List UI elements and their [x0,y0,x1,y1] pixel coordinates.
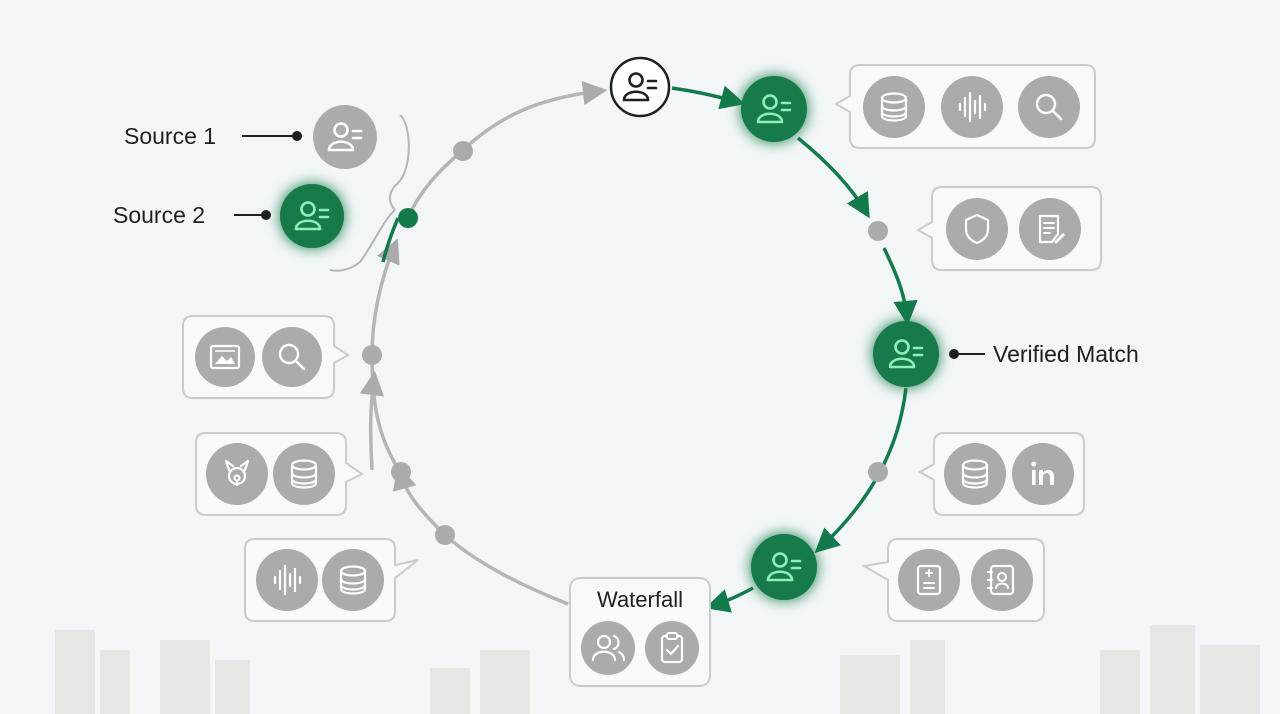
step-dot-active [398,208,418,228]
cycle-ring-active [383,88,907,606]
step-dot [868,221,888,241]
tool-bubble-right-3 [920,433,1084,515]
tool-bubble-right-4 [864,539,1044,621]
start-profile-node [611,58,669,116]
tool-bubble-left-2 [196,433,362,515]
source-1-label: Source 1 [124,123,216,149]
source-2-node [280,184,344,248]
active-profile-node-top [741,76,807,142]
step-dot [391,462,411,482]
source-2-label: Source 2 [113,202,205,228]
active-profile-node-bottom [751,534,817,600]
tool-bubble-left-3 [245,539,418,621]
active-profile-node-verified [873,321,939,387]
verified-match-label: Verified Match [993,341,1139,367]
waterfall-box: Waterfall [570,578,710,686]
ring-step-dots [362,141,888,545]
step-dot [868,462,888,482]
tool-bubble-right-2 [918,187,1101,270]
step-dot [362,345,382,365]
step-dot [435,525,455,545]
tool-bubble-top-right [836,65,1095,148]
step-dot [453,141,473,161]
waterfall-label: Waterfall [597,587,683,612]
tool-bubble-left-1 [183,316,348,398]
source-1-node [313,105,377,169]
